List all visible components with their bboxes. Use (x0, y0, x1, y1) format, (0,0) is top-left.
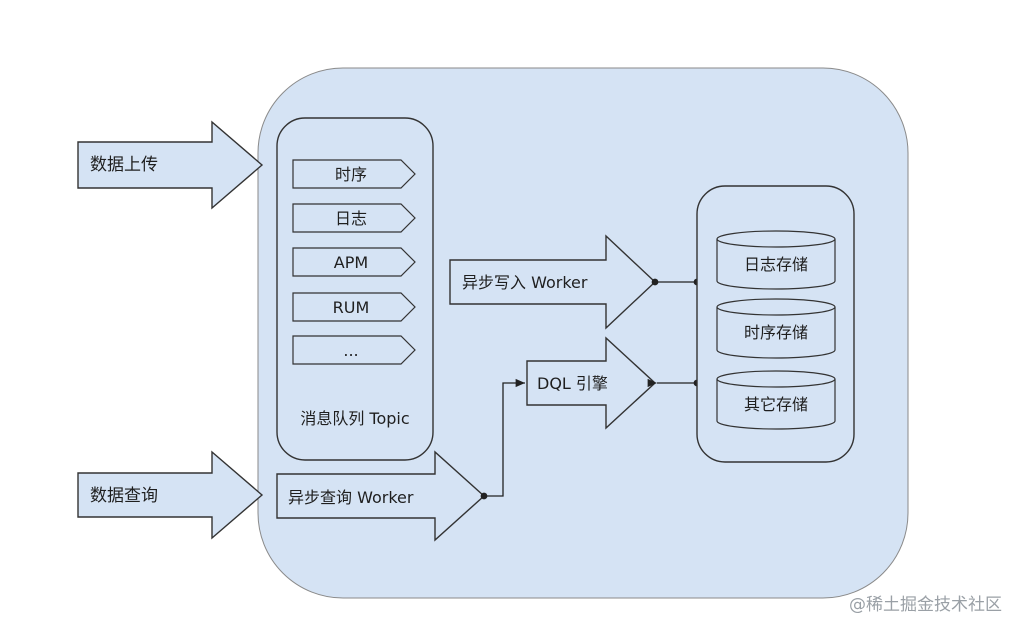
query-to-dql-connector (480, 378, 525, 500)
topic-label: APM (334, 253, 368, 272)
async-write-worker-label: 异步写入 Worker (462, 273, 588, 292)
dql-engine-arrow: DQL 引擎 (526, 336, 657, 430)
data-query-arrow: 数据查询 (77, 450, 264, 540)
topic-label: ... (343, 341, 358, 360)
topic-tag: ... (292, 335, 416, 365)
topic-tag: 日志 (292, 203, 416, 233)
storage-label: 其它存储 (744, 395, 808, 414)
storage-cylinder: 日志存储 (716, 230, 836, 290)
dql-engine-label: DQL 引擎 (537, 374, 608, 393)
storage-cylinder: 其它存储 (716, 370, 836, 430)
topic-tag: 时序 (292, 159, 416, 189)
storage-label: 时序存储 (744, 323, 808, 342)
data-query-label: 数据查询 (90, 486, 158, 506)
async-query-worker-label: 异步查询 Worker (288, 488, 414, 507)
storage-label: 日志存储 (744, 255, 808, 274)
message-queue-title: 消息队列 Topic (300, 409, 409, 428)
async-write-worker-arrow: 异步写入 Worker (449, 234, 657, 330)
async-query-worker-arrow: 异步查询 Worker (276, 450, 486, 542)
storage-cylinder: 时序存储 (716, 298, 836, 359)
topic-label: 日志 (335, 209, 367, 228)
topic-label: RUM (333, 298, 370, 317)
topic-tag: RUM (292, 292, 416, 322)
watermark: @稀土掘金技术社区 (849, 595, 1002, 615)
topic-label: 时序 (335, 165, 367, 184)
topic-tag: APM (292, 247, 416, 277)
data-upload-label: 数据上传 (90, 155, 158, 175)
data-upload-arrow: 数据上传 (77, 120, 264, 210)
